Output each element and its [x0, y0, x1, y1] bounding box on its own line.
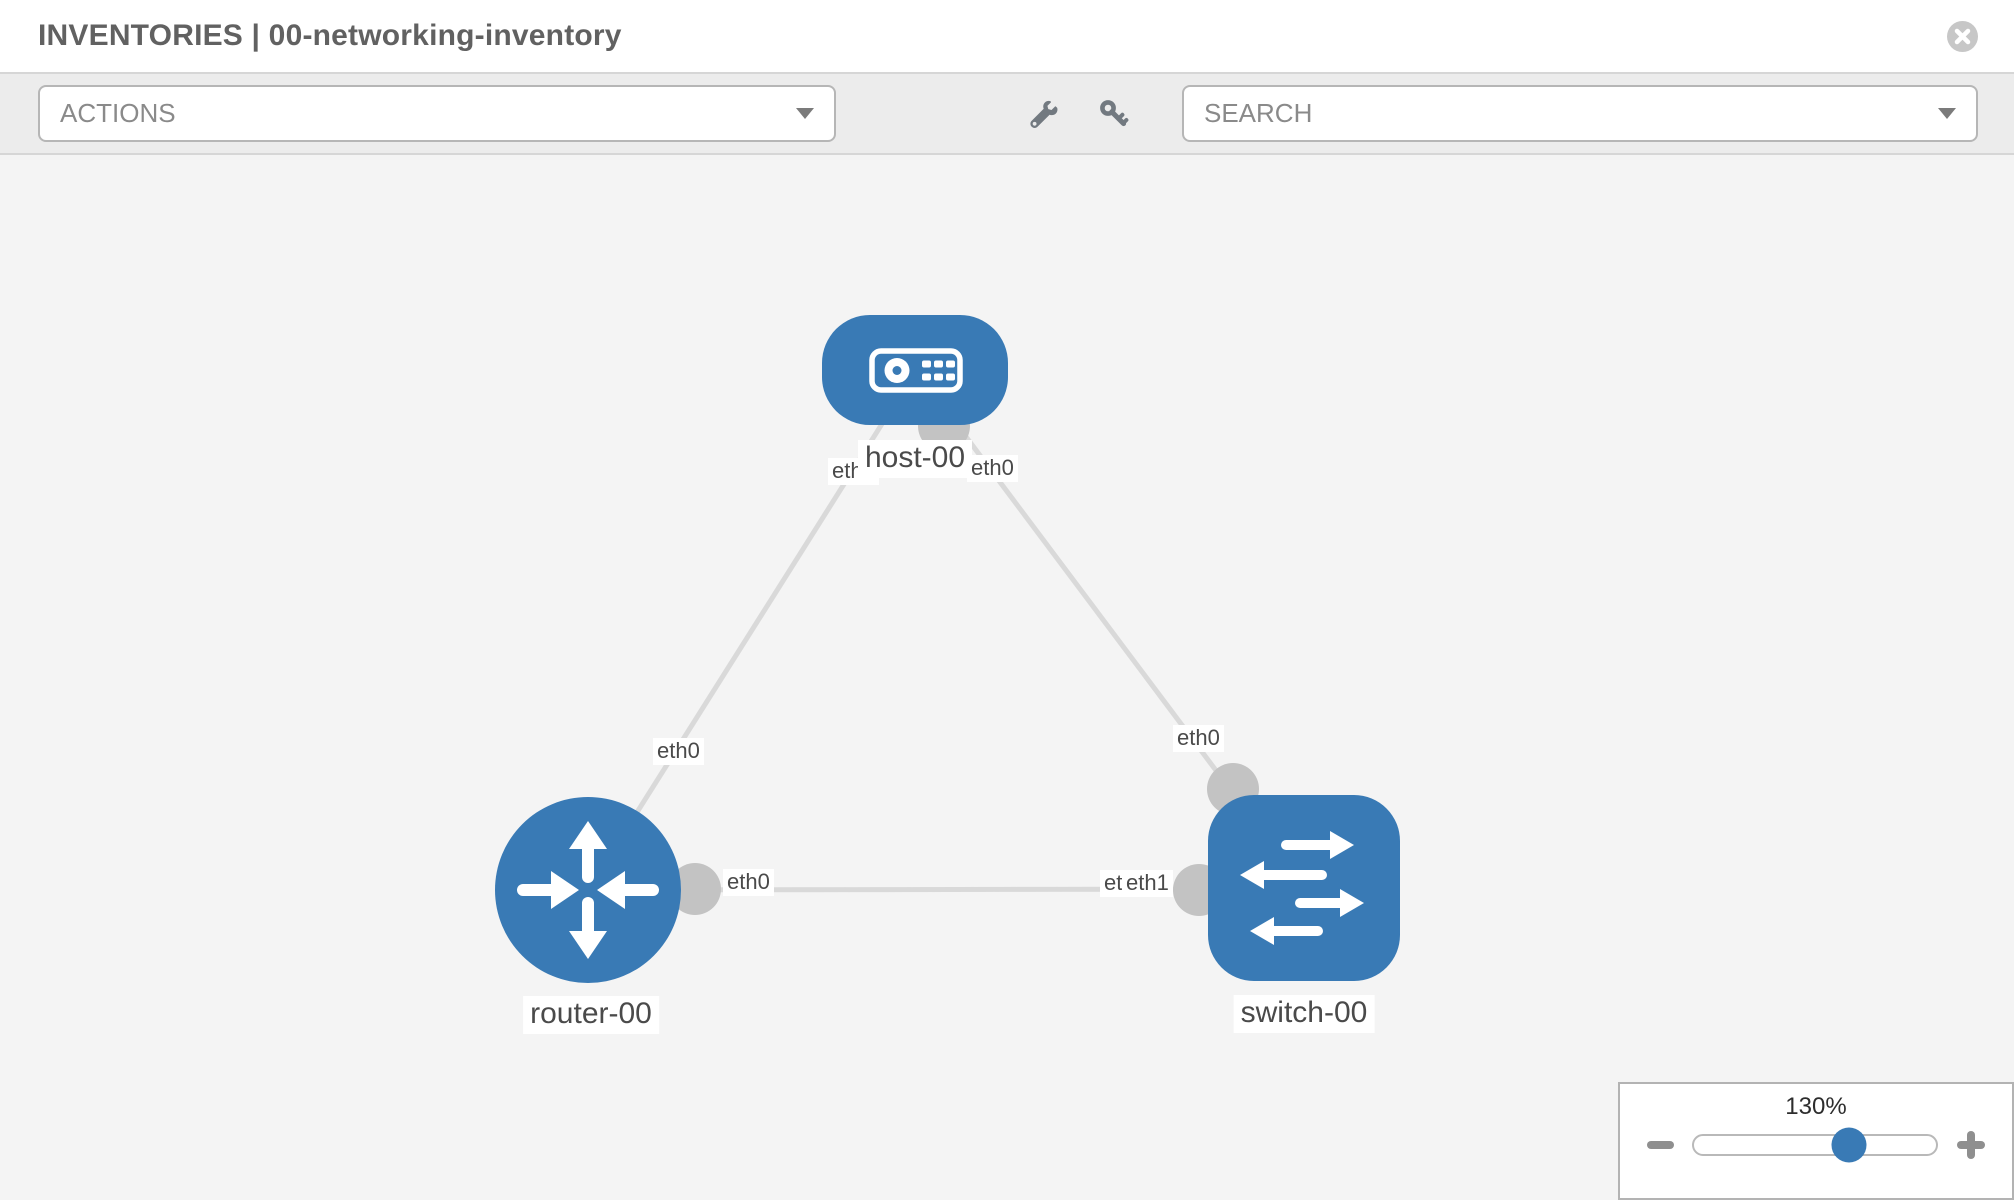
zoom-control-panel: 130% [1618, 1082, 2014, 1200]
host-icon [869, 348, 963, 393]
zoom-slider-row [1620, 1127, 2012, 1163]
interface-label: eth0 [723, 869, 774, 897]
toolbar-tools [1028, 98, 1130, 130]
plus-icon[interactable] [1956, 1130, 1986, 1160]
interface-label: eth1 [1122, 870, 1173, 898]
interface-label: eth0 [1173, 725, 1224, 753]
close-icon[interactable] [1947, 20, 1978, 52]
topology-graph [495, 315, 1400, 983]
search-dropdown-label: SEARCH [1204, 98, 1313, 128]
zoom-slider-thumb[interactable] [1831, 1127, 1867, 1163]
node-host-00[interactable] [822, 315, 1008, 425]
interface-label: eth0 [967, 455, 1018, 483]
zoom-slider-track[interactable] [1692, 1127, 1938, 1163]
node-label-switch: switch-00 [1233, 995, 1375, 1033]
node-router-00[interactable] [495, 797, 681, 983]
actions-dropdown[interactable]: ACTIONS [38, 85, 836, 142]
node-label-host: host-00 [857, 440, 973, 478]
modal-header: INVENTORIES | 00-networking-inventory [0, 0, 2014, 74]
toolbar: ACTIONS SEARCH [0, 74, 2014, 155]
search-dropdown[interactable]: SEARCH [1182, 85, 1978, 142]
page-title: INVENTORIES | 00-networking-inventory [38, 19, 622, 52]
key-icon[interactable] [1098, 98, 1130, 130]
zoom-level-value: 130% [1785, 1093, 1847, 1120]
node-switch-00[interactable] [1208, 795, 1400, 981]
wrench-icon[interactable] [1028, 98, 1060, 130]
router-icon [517, 821, 659, 959]
minus-icon[interactable] [1647, 1141, 1674, 1149]
switch-icon [1240, 831, 1364, 945]
node-label-router: router-00 [523, 996, 659, 1034]
actions-dropdown-label: ACTIONS [60, 98, 176, 128]
interface-label: eth0 [653, 738, 704, 766]
topology-canvas[interactable]: eth0 eth0 eth0 eth0 eth0 eth0 eth1 host-… [0, 155, 2014, 1200]
chevron-down-icon [1938, 108, 1956, 119]
interface-dot-router-eth0[interactable] [669, 863, 721, 915]
chevron-down-icon [796, 108, 814, 119]
